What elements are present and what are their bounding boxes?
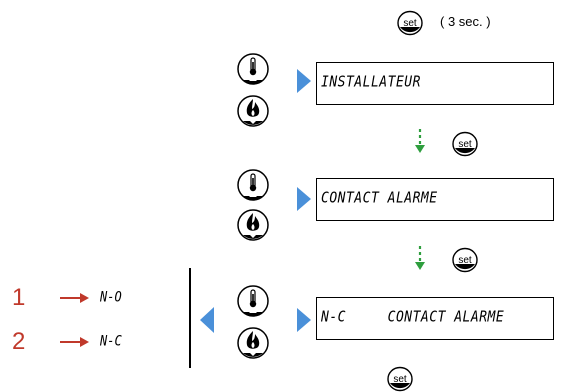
- set-button-3[interactable]: set: [386, 366, 414, 392]
- display-screen-2: CONTACT ALARME: [316, 178, 554, 221]
- option-number-1: 1: [12, 284, 26, 311]
- pointer-arrow-1: [297, 69, 311, 93]
- thermometer-up-icon: [237, 53, 269, 85]
- duration-label: ( 3 sec. ): [440, 14, 491, 29]
- pointer-arrow-left: [200, 307, 214, 333]
- thermometer-up-icon: [237, 285, 269, 317]
- divider-line: [189, 268, 191, 368]
- flame-down-icon: [237, 327, 269, 359]
- set-label: set: [403, 18, 417, 29]
- thermometer-up-button[interactable]: [234, 168, 272, 206]
- red-arrow-icon: [60, 335, 90, 353]
- screen-text-1: INSTALLATEUR: [321, 73, 421, 92]
- display-screen-1: INSTALLATEUR: [316, 62, 554, 105]
- set-label: set: [458, 255, 472, 266]
- screen-text-2: CONTACT ALARME: [321, 189, 438, 208]
- flame-down-button[interactable]: [234, 208, 272, 246]
- option-label-1: N-O: [100, 288, 122, 306]
- set-button-2[interactable]: set: [451, 247, 479, 273]
- set-button-1[interactable]: set: [451, 131, 479, 157]
- step-arrow-2: [413, 245, 427, 276]
- flame-down-button[interactable]: [234, 94, 272, 132]
- display-screen-3: N-C CONTACT ALARME: [316, 297, 554, 340]
- red-arrow-icon: [60, 291, 90, 309]
- step-arrow-1: [413, 128, 427, 159]
- option-label-2: N-C: [100, 332, 122, 350]
- screen-text-3: N-C CONTACT ALARME: [321, 308, 505, 327]
- set-label: set: [458, 139, 472, 150]
- option-number-2: 2: [12, 328, 26, 355]
- pointer-arrow-2: [297, 187, 311, 211]
- flame-down-button[interactable]: [234, 326, 272, 364]
- flame-down-icon: [237, 209, 269, 241]
- thermometer-up-icon: [237, 169, 269, 201]
- flame-down-icon: [237, 95, 269, 127]
- pointer-arrow-3: [297, 308, 311, 332]
- set-label: set: [393, 374, 407, 385]
- set-button-top[interactable]: set: [396, 10, 424, 36]
- thermometer-up-button[interactable]: [234, 284, 272, 322]
- thermometer-up-button[interactable]: [234, 52, 272, 90]
